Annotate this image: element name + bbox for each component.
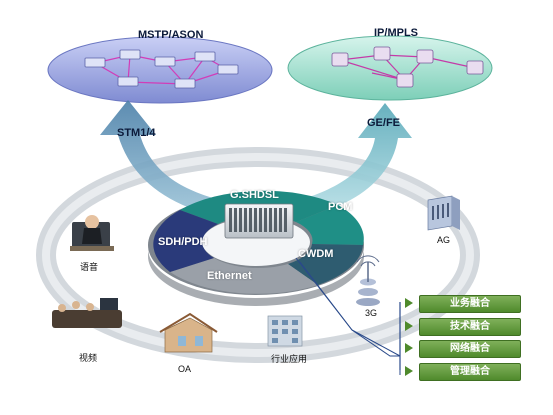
sdh-node-icon	[194, 51, 216, 62]
business-arrow-icon	[405, 343, 413, 353]
router-icon	[416, 49, 434, 64]
cwdm-segment	[288, 244, 363, 285]
voice-label: 语音	[80, 262, 99, 272]
business-arrow-icon	[405, 366, 413, 376]
business-arrow-icon	[405, 298, 413, 308]
mstp-ason-title: MSTP/ASON	[138, 29, 204, 41]
business-arrow-icon	[405, 321, 413, 331]
ag-gateway-icon	[427, 195, 460, 231]
sdh-node-icon	[174, 78, 196, 89]
video-conference-icon	[52, 298, 122, 328]
sdh-node-icon	[154, 56, 176, 67]
ethernet-label: Ethernet	[207, 270, 252, 282]
sdh-node-icon	[119, 49, 141, 60]
ip-mpls-title: IP/MPLS	[374, 27, 419, 39]
g-shdsl-label: G.SHDSL	[230, 189, 279, 201]
oa-label: OA	[178, 364, 192, 374]
router-icon	[331, 52, 349, 67]
business-item: 业务融合	[419, 295, 521, 313]
oa-building-icon	[159, 312, 218, 353]
ag-label: AG	[437, 235, 451, 245]
video-label: 视频	[79, 353, 98, 363]
industry-building-icon	[267, 315, 303, 347]
pcm-label: PCM	[328, 201, 353, 213]
ip-mpls-cloud	[287, 35, 493, 101]
business-item: 技术融合	[419, 318, 521, 336]
3g-base-station-icon	[356, 255, 380, 306]
pcm-segment	[296, 205, 364, 245]
sdh-node-icon	[117, 76, 139, 87]
voice-operator-icon	[70, 215, 114, 251]
ge-fe-uplink-label: GE/FE	[367, 117, 401, 129]
sdh-pdh-segment	[153, 210, 218, 272]
router-icon	[396, 73, 414, 88]
business-item: 网络融合	[419, 340, 521, 358]
outer-ring	[36, 147, 480, 363]
router-icon	[466, 60, 484, 75]
access-device	[224, 203, 294, 239]
router-icon	[373, 46, 391, 61]
sdh-node-icon	[217, 64, 239, 75]
business-item: 管理融合	[419, 363, 521, 381]
sdh-pdh-label: SDH/PDH	[158, 236, 208, 248]
stm-uplink-arrow	[100, 100, 220, 215]
sdh-node-icon	[84, 57, 106, 68]
ge-fe-uplink-arrow	[300, 103, 412, 215]
ethernet-segment	[170, 258, 318, 294]
cwdm-label: CWDM	[298, 248, 334, 260]
stm-uplink-label: STM1/4	[117, 127, 156, 139]
industry-label: 行业应用	[271, 354, 308, 364]
mstp-ason-cloud	[47, 36, 273, 104]
3g-label: 3G	[365, 308, 378, 318]
